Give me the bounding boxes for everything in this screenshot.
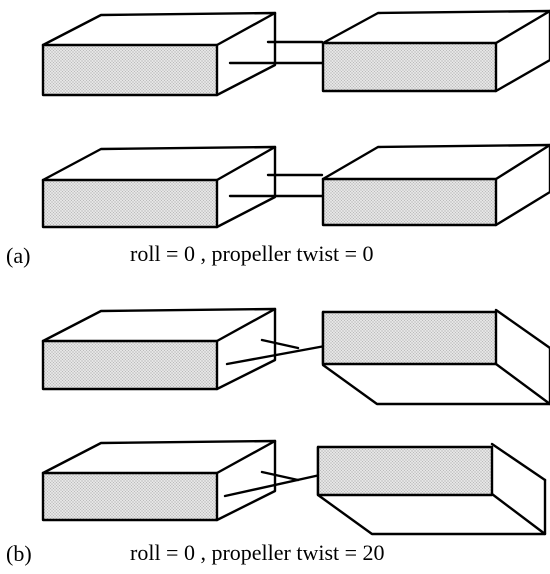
panel-b-label: (b) [6, 541, 32, 566]
panel-b-top-connector [225, 338, 327, 366]
panel-b-bottom-left-block [41, 439, 277, 522]
panel-a-top-right-block [321, 9, 550, 93]
panel-b-caption: roll = 0 , propeller twist = 20 [130, 540, 385, 565]
panel-a-label: (a) [6, 243, 31, 268]
panel-a-caption: roll = 0 , propeller twist = 0 [130, 241, 374, 266]
panel-a-top-left-block [41, 11, 277, 97]
panel-a-bottom-right-block [321, 143, 550, 227]
panel-b-bottom-pair [41, 439, 547, 536]
panel-a-bottom-connector [228, 173, 324, 198]
panel-a-top-pair [41, 9, 550, 97]
panel-b-top-pair [41, 307, 550, 406]
panel-a-bottom-pair [41, 143, 550, 229]
panel-a-bottom-left-block [41, 145, 277, 229]
panel-b-bottom-connector [223, 470, 322, 498]
panel-b-bottom-right-block [316, 442, 547, 536]
panel-b-top-left-block [41, 307, 277, 391]
panel-a-top-left-connector [228, 40, 324, 65]
panel-b-top-right-block [321, 308, 550, 406]
